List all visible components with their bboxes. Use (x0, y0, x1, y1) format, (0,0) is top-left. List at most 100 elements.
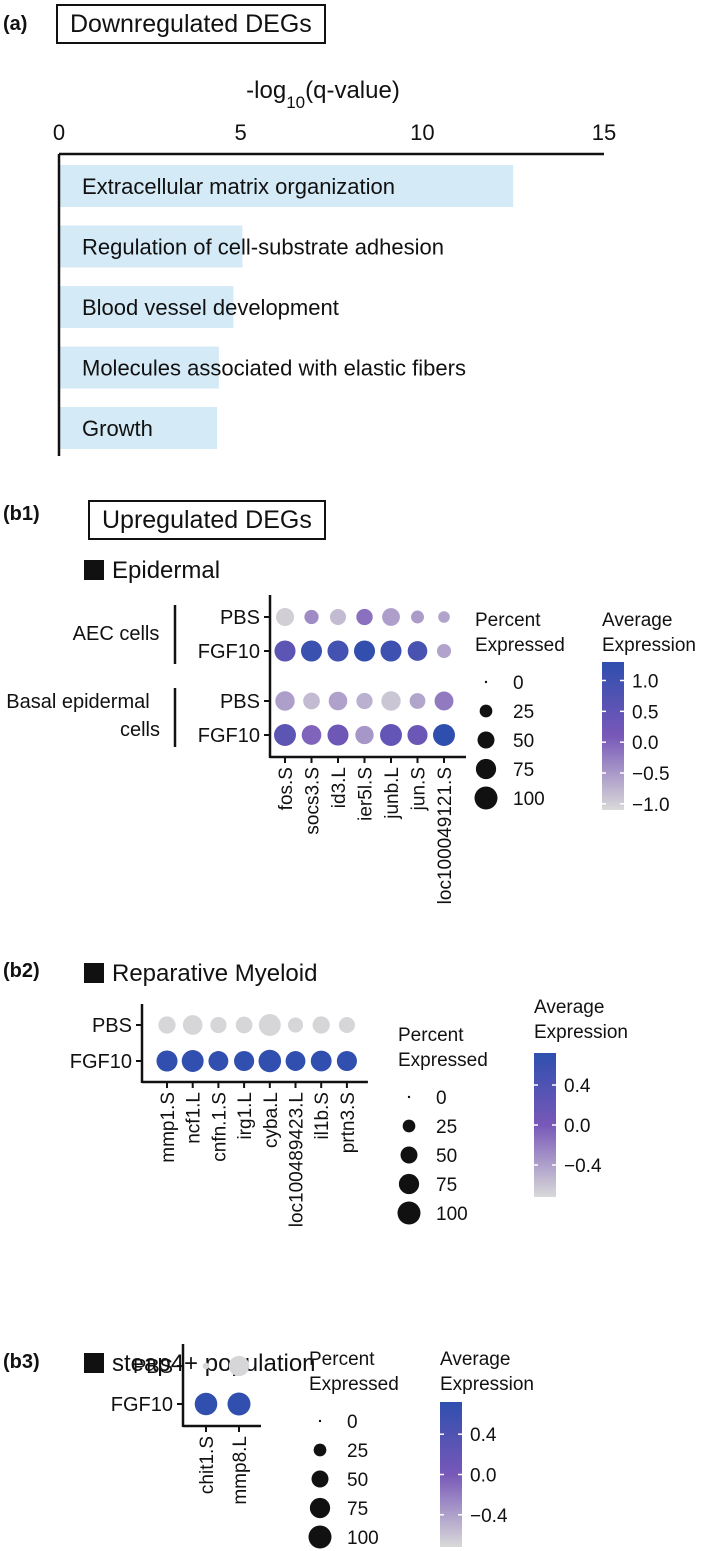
b3-dot-1-1 (227, 1392, 251, 1416)
b1-gene-label-0: fos.S (276, 767, 297, 810)
b2-dot-0-1 (182, 1015, 203, 1035)
b1-size-legend-title-0: Percent (475, 610, 541, 631)
b1-size-legend-label-1: 25 (513, 702, 534, 723)
b2-gene-label-3: irg1.L (235, 1092, 256, 1140)
panel-b1-box-title: Upregulated DEGs (88, 500, 326, 540)
b1-subtitle-marker (84, 560, 104, 580)
b1-color-legend-label-2: 0.0 (632, 733, 658, 754)
b1-dot-0-2 (329, 608, 347, 626)
b3-color-legend-title-1: Expression (440, 1374, 534, 1395)
b1-dot-2-6 (434, 691, 454, 711)
b3-color-bar (440, 1402, 462, 1547)
b1-group-label-1b: cells (120, 719, 160, 741)
b2-dot-0-2 (210, 1016, 227, 1034)
b3-size-legend-dot-3 (309, 1497, 331, 1519)
b1-dot-2-1 (303, 692, 320, 710)
bar-1 (59, 225, 243, 268)
b1-size-legend-label-2: 50 (513, 731, 534, 752)
b1-dot-0-0 (275, 607, 295, 627)
b1-dot-1-3 (353, 640, 376, 662)
x-tick-label-3: 15 (592, 120, 616, 145)
b3-size-legend-title-1: Expressed (309, 1374, 399, 1395)
b1-gene-label-6: loc100049121.S (435, 767, 456, 904)
b2-size-legend-dot-2 (400, 1146, 418, 1164)
x-tick-label-0: 0 (53, 120, 65, 145)
bar-label-3: Molecules associated with elastic fibers (82, 356, 466, 381)
b1-size-legend-label-0: 0 (513, 673, 524, 694)
b1-row-label-2: PBS (220, 691, 260, 713)
b3-size-legend-dot-0 (318, 1419, 322, 1423)
b1-group-label-1a: Basal epidermal (6, 691, 149, 713)
b1-dot-1-2 (327, 640, 349, 662)
b1-color-bar (602, 662, 624, 810)
b1-dot-2-2 (328, 691, 348, 711)
b1-dot-0-6 (438, 611, 450, 623)
b1-dot-0-5 (411, 610, 424, 624)
b1-size-legend-dot-3 (475, 758, 497, 780)
b2-size-legend-label-3: 75 (436, 1175, 457, 1196)
b1-dot-1-5 (407, 641, 428, 661)
b2-color-bar (534, 1053, 556, 1197)
b1-size-legend-title-1: Expressed (475, 635, 565, 656)
b1-size-legend-label-3: 75 (513, 760, 534, 781)
b1-letter: (b1) (3, 503, 40, 525)
b2-dot-0-4 (258, 1014, 281, 1036)
b1-row-label-1: FGF10 (198, 641, 260, 663)
b2-color-legend-label-1: 0.0 (564, 1116, 590, 1137)
b2-dot-1-5 (285, 1051, 306, 1071)
b3-row-label-1: FGF10 (111, 1394, 173, 1416)
b2-color-legend-title-0: Average (534, 997, 604, 1018)
b1-gene-label-2: id3.L (329, 767, 350, 808)
b1-color-legend-label-3: −0.5 (632, 764, 670, 785)
b3-subtitle: steap4+ population (112, 1350, 316, 1377)
b3-color-legend-title-0: Average (440, 1349, 510, 1370)
b2-size-legend-label-4: 100 (436, 1204, 468, 1225)
bar-4 (59, 407, 218, 449)
bar-3 (59, 346, 219, 389)
panel-a-box-title: Downregulated DEGs (56, 4, 326, 44)
b1-dot-2-4 (381, 691, 401, 711)
b2-gene-label-1: ncf1.L (184, 1092, 205, 1144)
b1-dot-3-0 (274, 724, 296, 746)
b3-size-legend-label-4: 100 (347, 1528, 379, 1549)
b2-size-legend-label-1: 25 (436, 1117, 457, 1138)
b1-gene-label-1: socs3.S (303, 767, 324, 835)
b2-dot-0-0 (158, 1016, 176, 1034)
b3-dot-0-1 (228, 1355, 250, 1377)
b3-dot-0-0 (202, 1362, 210, 1370)
b1-gene-label-3: ier5l.S (356, 767, 377, 821)
x-tick-label-2: 10 (410, 120, 434, 145)
b3-gene-label-0: chit1.S (197, 1436, 218, 1494)
b1-size-legend-dot-1 (479, 704, 493, 718)
b2-size-legend-dot-1 (402, 1119, 416, 1133)
b2-dot-0-5 (287, 1017, 304, 1033)
b2-size-legend-dot-4 (397, 1201, 421, 1225)
b2-subtitle: Reparative Myeloid (112, 960, 317, 987)
b1-dot-0-4 (382, 608, 400, 626)
b1-row-label-3: FGF10 (198, 725, 260, 747)
bar-0 (59, 165, 514, 207)
b3-dot-1-0 (194, 1392, 218, 1416)
b2-dot-0-6 (312, 1016, 330, 1034)
b1-gene-label-4: junb.L (382, 767, 403, 820)
b1-gene-label-5: jun.S (409, 767, 430, 811)
b2-row-label-1: FGF10 (70, 1051, 132, 1073)
b1-dot-1-4 (380, 640, 402, 662)
b3-size-legend-title-0: Percent (309, 1349, 375, 1370)
b2-subtitle-marker (84, 963, 104, 983)
b2-gene-label-7: prtn3.S (338, 1092, 359, 1153)
b1-dot-1-6 (436, 643, 452, 659)
b3-size-legend-dot-4 (308, 1525, 332, 1549)
b2-color-legend-label-2: −0.4 (564, 1156, 602, 1177)
b1-size-legend-label-4: 100 (513, 789, 545, 810)
b3-size-legend-label-0: 0 (347, 1412, 358, 1433)
b3-subtitle-marker (84, 1353, 104, 1373)
b2-gene-label-2: cnfn.1.S (209, 1092, 230, 1162)
b1-dot-2-5 (409, 693, 426, 709)
b2-row-label-0: PBS (92, 1015, 132, 1037)
b1-size-legend-dot-2 (477, 731, 495, 749)
b1-dot-3-4 (380, 724, 402, 746)
b1-dot-0-1 (304, 609, 319, 625)
b1-color-legend-label-0: 1.0 (632, 672, 658, 693)
